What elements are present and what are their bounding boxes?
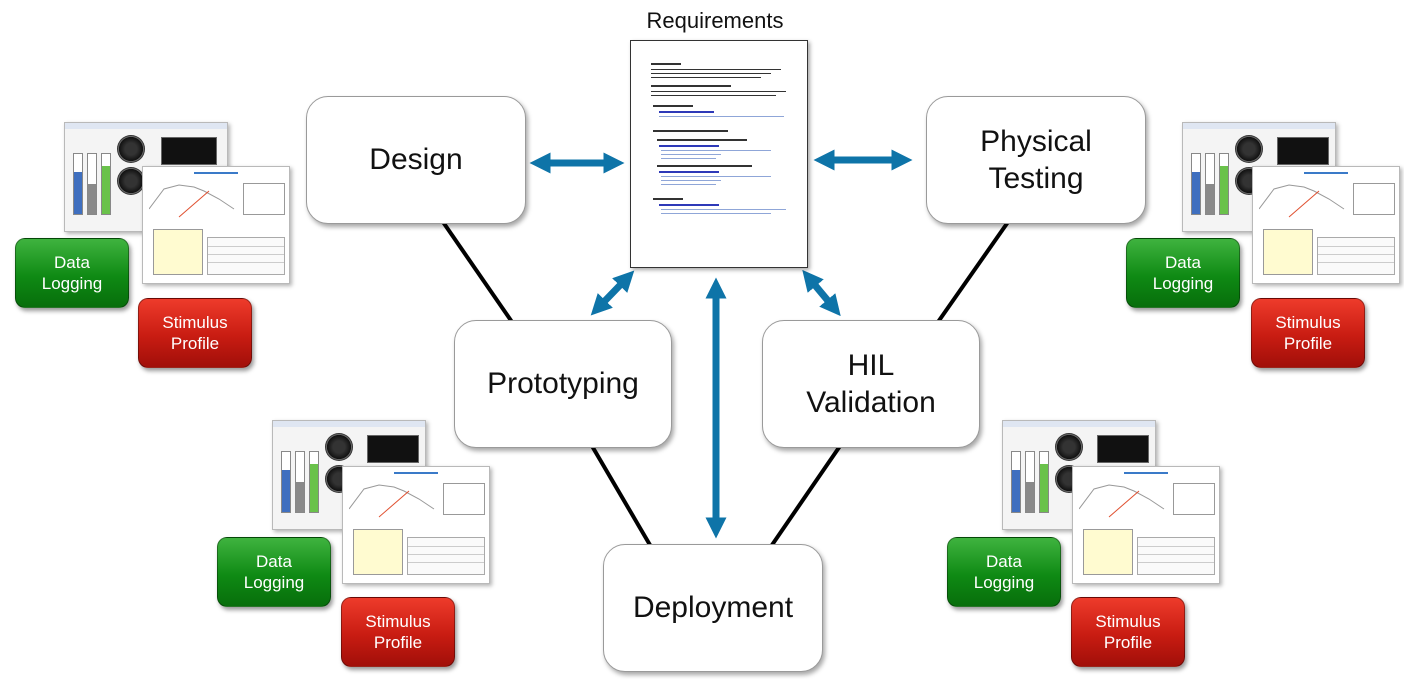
connector-prototyping-deployment [590,444,652,547]
quantization-chart-card [1072,466,1220,584]
prototyping-label: Prototyping [487,367,639,401]
physical-testing-label-line1: Physical [980,124,1092,158]
arrow-requirements-hil [802,269,841,317]
quantization-chart-card [342,466,490,584]
prototyping-stage: Prototyping [454,320,672,448]
design-label: Design [369,143,463,177]
connector-hil-deployment [770,444,842,547]
quantization-chart-card [142,166,290,284]
hil-validation-label-line2: Validation [806,386,936,419]
quantization-chart-card [1252,166,1400,284]
requirements-document [630,40,808,268]
arrow-requirements-prototyping [590,270,635,316]
connector-physical-hil [936,220,1010,324]
physical-testing-label-line2: Testing [988,162,1084,195]
deployment-label: Deployment [632,591,794,625]
connector-design-prototyping [441,220,514,324]
requirements-title: Requirements [646,8,784,33]
design-stage: Design [306,96,526,224]
deployment-stage: Deployment [603,544,823,672]
hil-validation-stage: HIL Validation [762,320,980,448]
hil-validation-label-line1: HIL [847,348,895,382]
